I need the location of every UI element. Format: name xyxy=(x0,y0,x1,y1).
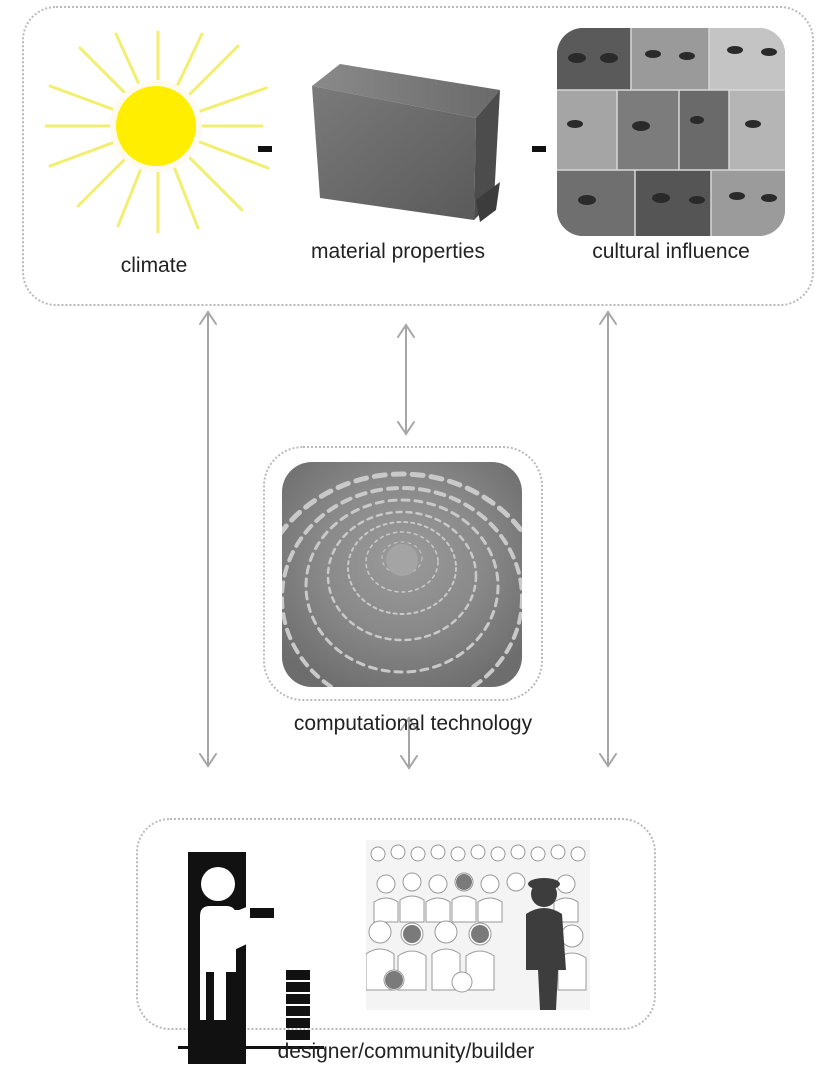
double-arrow-culture xyxy=(599,310,617,768)
crowd-image xyxy=(366,840,590,1010)
technology-label: computational technology xyxy=(293,712,533,735)
culture-label: cultural influence xyxy=(592,240,750,263)
technology-group xyxy=(263,446,543,701)
climate-label: climate xyxy=(120,254,188,277)
sun-icon xyxy=(44,30,270,234)
builder-figure-icon xyxy=(178,852,324,1064)
material-label: material properties xyxy=(311,240,485,263)
double-arrow-material xyxy=(397,323,415,436)
factors-group xyxy=(22,6,814,306)
faces-collage-image xyxy=(557,28,785,236)
actors-label: designer/community/builder xyxy=(277,1040,535,1063)
brick-image xyxy=(312,64,500,222)
binary-tunnel-image xyxy=(282,462,522,687)
dash-separator xyxy=(258,146,272,152)
dash-separator xyxy=(532,146,546,152)
double-arrow-climate xyxy=(199,310,217,768)
actors-group xyxy=(136,818,656,1030)
